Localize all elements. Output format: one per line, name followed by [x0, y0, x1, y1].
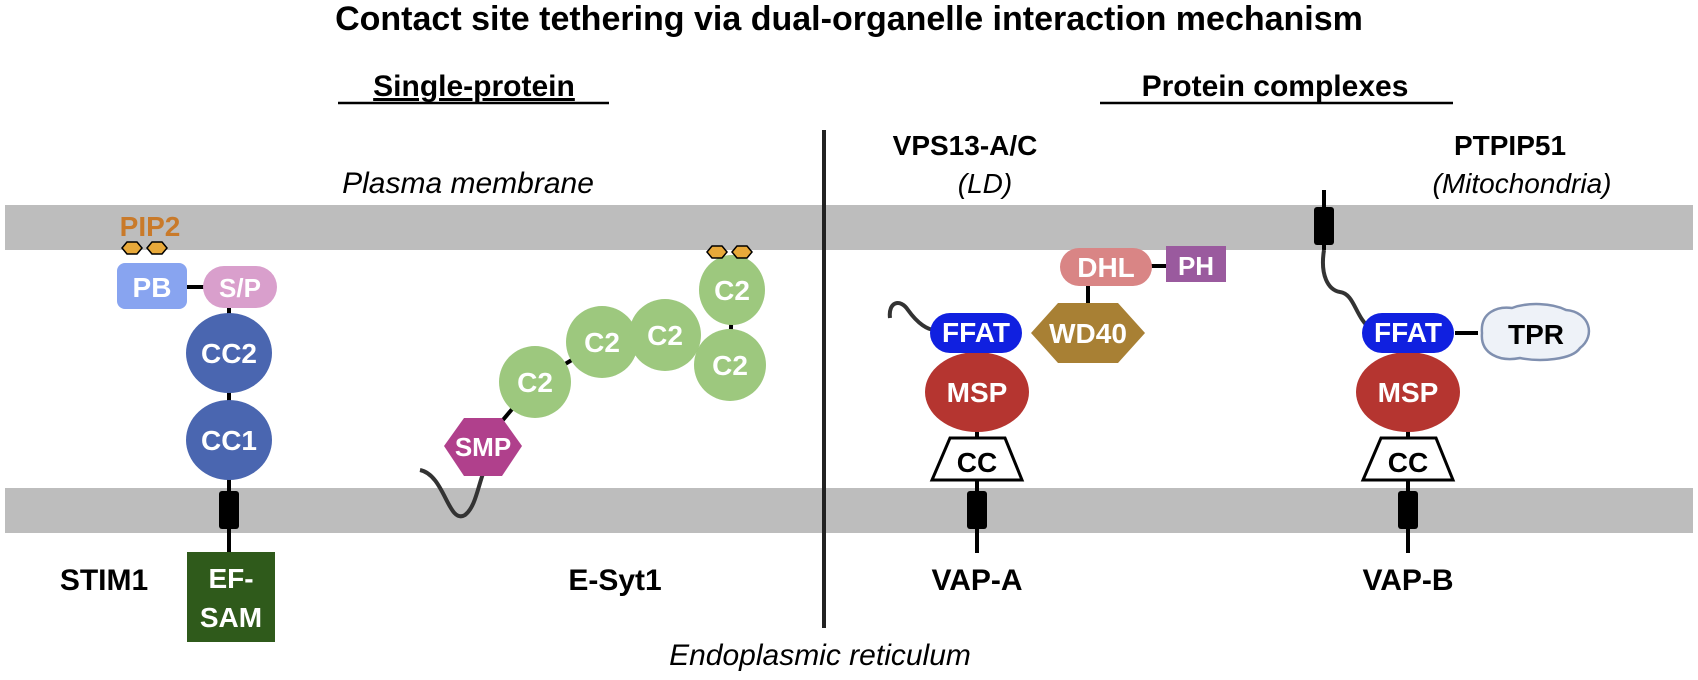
- vapb-transmembrane-segment: [1398, 491, 1418, 529]
- ef-sam-label-line2: SAM: [200, 602, 262, 633]
- vapa-transmembrane-segment: [967, 491, 987, 529]
- vps13-ffat-motif: [930, 313, 1022, 353]
- ef-sam-domain: [187, 552, 275, 642]
- esyt1-label: E-Syt1: [568, 564, 661, 597]
- ptpip51-tail: [1321, 249, 1374, 332]
- c2-label: C2: [584, 327, 620, 358]
- smp-label: SMP: [455, 432, 511, 462]
- vapb-ptpip51-complex: PTPIP51 (Mitochondria) MSP FFAT TPR CC V…: [1314, 130, 1611, 597]
- vapa-msp-label: MSP: [947, 377, 1008, 408]
- stim1-protein: PIP2 PB S/P CC2 CC1 EF- SAM STIM1: [60, 211, 277, 642]
- sp-label: S/P: [219, 273, 261, 303]
- c2-domain: [694, 329, 766, 401]
- esyt1-anchor-tail: [419, 456, 492, 519]
- ef-sam-label-line1: EF-: [208, 563, 253, 594]
- vps13-tail: [887, 301, 936, 332]
- pip2-label: PIP2: [120, 211, 181, 242]
- pip2-headgroup-icon: [146, 241, 168, 255]
- c2-domain: [629, 299, 701, 371]
- lipid-headgroup-icon: [731, 245, 753, 259]
- pb-label: PB: [133, 272, 172, 303]
- section-single-protein: Single-protein: [373, 70, 575, 103]
- ph-domain: [1166, 246, 1226, 282]
- c2-label: C2: [714, 275, 750, 306]
- dhl-label: DHL: [1077, 252, 1135, 283]
- ptpip51-label: PTPIP51: [1454, 130, 1566, 161]
- vps13-target-label: (LD): [958, 168, 1012, 199]
- esyt1-protein: SMP C2 C2 C2 C2 C2 E-Syt1: [419, 245, 766, 597]
- vapb-cc-domain: [1360, 436, 1456, 482]
- dhl-domain: [1060, 248, 1152, 286]
- vapb-msp-domain: [1356, 352, 1460, 432]
- cc2-domain: [186, 313, 272, 393]
- c2-label: C2: [647, 320, 683, 351]
- plasma-membrane-label: Plasma membrane: [342, 167, 594, 200]
- vapb-cc-label: CC: [1388, 447, 1428, 478]
- vapa-vps13-complex: VPS13-A/C (LD) MSP FFAT WD40 DHL PH CC V…: [887, 130, 1226, 597]
- sp-domain: [203, 266, 277, 308]
- cc1-label: CC1: [201, 425, 257, 456]
- vapb-label: VAP-B: [1362, 564, 1453, 597]
- ptpip51-ffat-motif: [1362, 313, 1454, 353]
- c2-label: C2: [712, 350, 748, 381]
- vapa-cc-label: CC: [957, 447, 997, 478]
- ptpip51-transmembrane-segment: [1314, 207, 1334, 245]
- stim1-label: STIM1: [60, 564, 148, 597]
- c2-domain: [566, 306, 638, 378]
- c2-domain: [699, 255, 765, 325]
- tpr-domain: [1480, 302, 1591, 362]
- stim1-transmembrane-segment: [219, 491, 239, 529]
- tpr-label: TPR: [1508, 319, 1564, 350]
- section-protein-complexes: Protein complexes: [1142, 70, 1409, 103]
- vapb-msp-label: MSP: [1378, 377, 1439, 408]
- diagram-title: Contact site tethering via dual-organell…: [335, 0, 1363, 38]
- vps13-label: VPS13-A/C: [893, 130, 1038, 161]
- lipid-headgroup-icon: [706, 245, 728, 259]
- pip2-headgroup-icon: [121, 241, 143, 255]
- ptpip51-ffat-label: FFAT: [1374, 317, 1442, 348]
- er-label: Endoplasmic reticulum: [669, 639, 971, 672]
- ptpip51-target-label: (Mitochondria): [1433, 168, 1612, 199]
- pb-domain: [117, 263, 187, 309]
- wd40-label: WD40: [1049, 318, 1127, 349]
- c2-label: C2: [517, 367, 553, 398]
- cc1-domain: [186, 400, 272, 480]
- c2-domain: [499, 346, 571, 418]
- vapa-cc-domain: [929, 436, 1025, 482]
- er-membrane: [5, 488, 1693, 533]
- vapa-msp-domain: [925, 352, 1029, 432]
- ph-label: PH: [1178, 251, 1214, 281]
- cc2-label: CC2: [201, 338, 257, 369]
- smp-domain: [444, 418, 522, 476]
- vps13-ffat-label: FFAT: [942, 317, 1010, 348]
- wd40-domain: [1031, 303, 1145, 363]
- vapa-label: VAP-A: [931, 564, 1022, 597]
- plasma-membrane: [5, 205, 1693, 250]
